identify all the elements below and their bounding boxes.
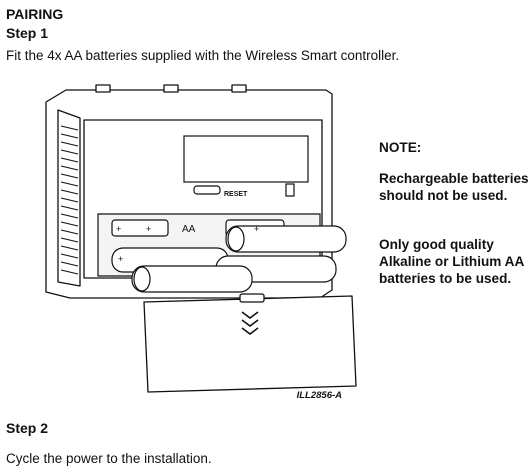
step2-label: Step 2	[6, 420, 49, 436]
note-alkaline-lithium: Only good quality Alkaline or Lithium AA…	[379, 237, 524, 286]
battery-cover	[143, 295, 357, 393]
page-title: PAIRING	[6, 6, 64, 22]
battery	[225, 225, 347, 253]
illustration-reference: ILL2856-A	[297, 390, 343, 401]
svg-text:+: +	[146, 224, 151, 234]
step2-text: Cycle the power to the installation.	[6, 451, 212, 466]
step1-text: Fit the 4x AA batteries supplied with th…	[6, 48, 400, 63]
step1-label: Step 1	[6, 25, 49, 41]
battery	[111, 219, 169, 237]
note-rechargeable: Rechargeable batteries should not be use…	[379, 171, 529, 203]
svg-text:+: +	[118, 254, 123, 264]
svg-text:+: +	[116, 224, 121, 234]
note-heading: NOTE:	[379, 140, 422, 155]
reset-label: RESET	[224, 191, 248, 198]
svg-text:+: +	[254, 224, 259, 234]
battery-label: AA	[182, 224, 196, 235]
battery	[131, 265, 253, 293]
reset-button	[193, 185, 221, 195]
display-window	[183, 135, 309, 183]
battery-fitting-illustration: RESET AA + + + + ILL2856-A	[45, 84, 357, 401]
